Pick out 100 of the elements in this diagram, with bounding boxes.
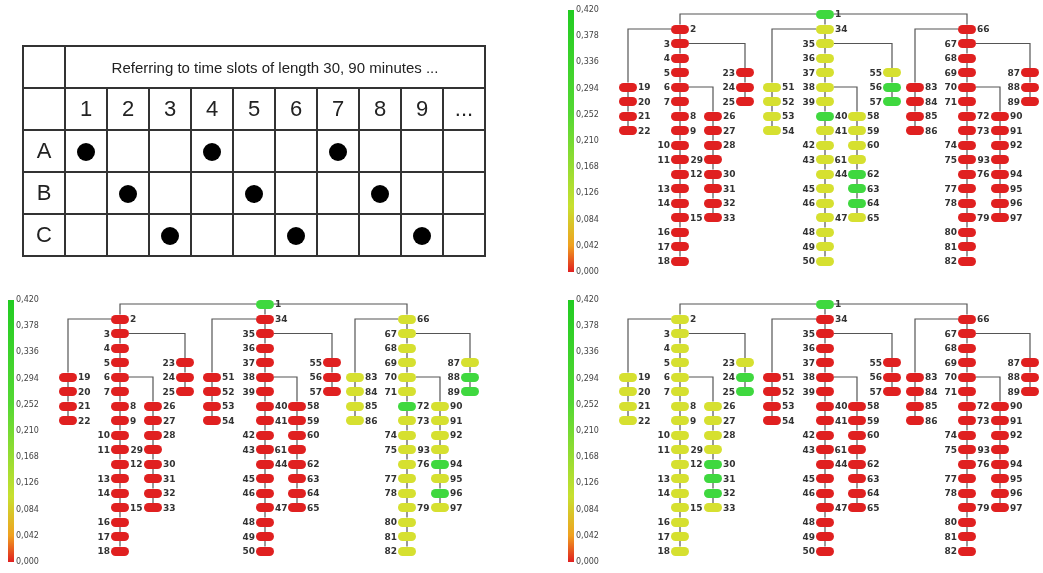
node-number: 57 bbox=[869, 96, 882, 107]
node-number: 51 bbox=[782, 372, 795, 382]
connector-line bbox=[999, 453, 1001, 461]
node-number: 94 bbox=[1010, 459, 1023, 469]
connector-line bbox=[966, 134, 968, 142]
node-number: 63 bbox=[867, 473, 880, 484]
node-number: 16 bbox=[657, 227, 670, 237]
node-number: 50 bbox=[802, 546, 815, 556]
connector-line bbox=[679, 453, 681, 461]
node-number: 54 bbox=[222, 415, 235, 426]
connector-line bbox=[999, 192, 1001, 200]
node-number: 38 bbox=[242, 372, 255, 382]
connector-line bbox=[771, 105, 773, 113]
node-number: 19 bbox=[638, 372, 651, 382]
node-number: 91 bbox=[1010, 415, 1023, 426]
row-label: C bbox=[23, 214, 65, 256]
connector-line bbox=[119, 395, 121, 403]
node-number: 18 bbox=[657, 256, 670, 266]
node-number: 69 bbox=[944, 67, 957, 78]
connector-line bbox=[771, 28, 817, 84]
node-number: 29 bbox=[690, 154, 703, 165]
node-number: 84 bbox=[925, 386, 938, 397]
node-number: 2 bbox=[690, 24, 697, 34]
node-number: 73 bbox=[977, 125, 990, 136]
node-number: 1 bbox=[835, 299, 842, 309]
node-number: 27 bbox=[163, 415, 176, 426]
connector-line bbox=[914, 318, 959, 374]
connector-line bbox=[439, 424, 441, 432]
node-number: 39 bbox=[242, 386, 255, 397]
connector-line bbox=[966, 163, 968, 171]
connector-line bbox=[152, 453, 154, 461]
connector-line bbox=[679, 76, 681, 84]
node-number: 56 bbox=[869, 372, 882, 382]
node-number: 29 bbox=[130, 444, 143, 455]
connector-line bbox=[856, 482, 858, 490]
scale-tick-label: 0,210 bbox=[16, 426, 39, 435]
connector-line bbox=[406, 395, 408, 403]
node-number: 39 bbox=[802, 386, 815, 397]
node-number: 20 bbox=[638, 386, 651, 397]
connector-line bbox=[966, 482, 968, 490]
connector-line bbox=[119, 380, 121, 388]
connector-line bbox=[627, 90, 629, 98]
scale-tick-label: 0,336 bbox=[576, 347, 599, 357]
node-number: 79 bbox=[977, 502, 990, 513]
connector-line bbox=[264, 380, 266, 388]
connector-line bbox=[119, 467, 121, 475]
scale-tick-label: 0,210 bbox=[576, 426, 599, 435]
node-number: 7 bbox=[663, 386, 670, 397]
connector-line bbox=[833, 42, 893, 69]
connector-line bbox=[264, 453, 266, 461]
node-number: 8 bbox=[130, 401, 137, 411]
scale-tick-label: 0,420 bbox=[16, 295, 39, 304]
node-number: 6 bbox=[663, 372, 670, 382]
connector-line bbox=[975, 376, 1001, 403]
node-number: 9 bbox=[130, 415, 137, 426]
node-number: 76 bbox=[977, 169, 990, 179]
node-number: 78 bbox=[944, 198, 957, 208]
connector-line bbox=[688, 376, 714, 403]
connector-line bbox=[273, 332, 333, 359]
connector-line bbox=[679, 380, 681, 388]
connector-line bbox=[712, 482, 714, 490]
node-number: 62 bbox=[867, 459, 880, 469]
node-number: 62 bbox=[307, 459, 320, 469]
node-number: 9 bbox=[690, 125, 697, 136]
connector-line bbox=[966, 337, 968, 345]
connector-line bbox=[679, 395, 681, 403]
connector-line bbox=[679, 322, 681, 330]
node-number: 96 bbox=[1010, 488, 1023, 498]
node-number: 51 bbox=[782, 82, 795, 92]
connector-line bbox=[264, 409, 266, 417]
node-number: 15 bbox=[690, 502, 703, 513]
connector-line bbox=[679, 148, 681, 156]
node-number: 77 bbox=[944, 473, 957, 484]
connector-line bbox=[152, 424, 154, 432]
node-number: 61 bbox=[834, 444, 847, 455]
connector-line bbox=[833, 376, 858, 403]
node-number: 67 bbox=[944, 38, 957, 49]
connector-line bbox=[264, 337, 266, 345]
node-number: 25 bbox=[722, 386, 735, 397]
connector-line bbox=[999, 424, 1001, 432]
table-header: Referring to time slots of length 30, 90 minutes ... bbox=[65, 46, 485, 88]
node-number: 85 bbox=[365, 401, 378, 411]
connector-line bbox=[999, 482, 1001, 490]
node-number: 13 bbox=[657, 183, 670, 194]
connector-line bbox=[679, 525, 681, 533]
connector-line bbox=[824, 221, 826, 229]
connector-line bbox=[264, 307, 266, 316]
connector-line bbox=[439, 496, 441, 504]
connector-line bbox=[415, 376, 441, 403]
connector-line bbox=[999, 409, 1001, 417]
node-number: 9 bbox=[690, 415, 697, 426]
node-number: 13 bbox=[97, 473, 110, 484]
node-number: 88 bbox=[1007, 82, 1020, 92]
connector-line bbox=[264, 322, 266, 330]
node-number: 63 bbox=[307, 473, 320, 484]
node-number: 14 bbox=[97, 488, 110, 498]
connector-line bbox=[824, 511, 826, 519]
node-number: 37 bbox=[242, 357, 255, 368]
node-number: 97 bbox=[1010, 212, 1023, 223]
connector-line bbox=[679, 351, 681, 359]
